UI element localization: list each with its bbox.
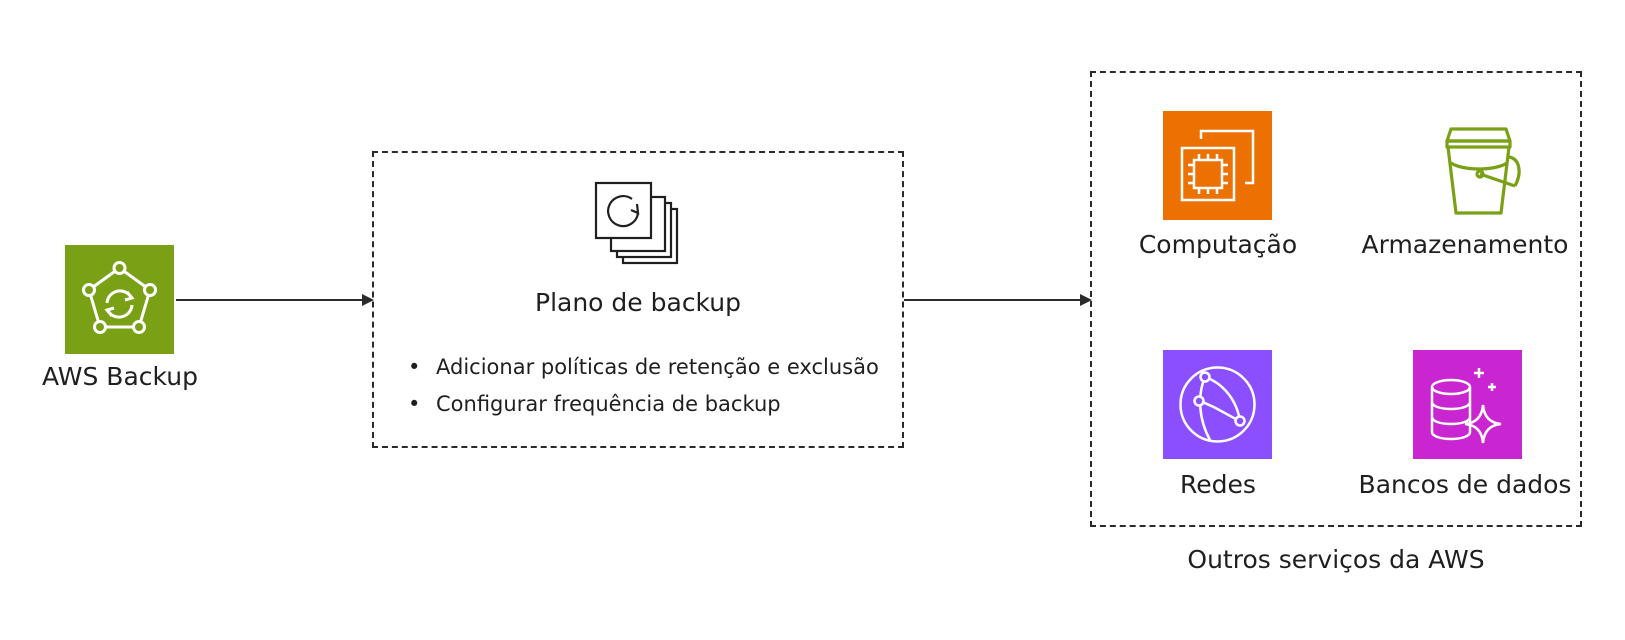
bullet-glyph: •	[408, 392, 421, 416]
aws-services-caption: Outros serviços da AWS	[1187, 545, 1485, 574]
storage-label: Armazenamento	[1361, 230, 1569, 259]
list-item: • Adicionar políticas de retenção e excl…	[408, 352, 879, 389]
backup-plan-bullet-list: • Adicionar políticas de retenção e excl…	[408, 352, 879, 426]
networking-label: Redes	[1180, 470, 1256, 499]
bullet-glyph: •	[408, 355, 421, 379]
compute-chip-icon	[1163, 111, 1272, 220]
storage-bucket-icon	[1425, 111, 1534, 220]
aws-backup-icon	[65, 245, 174, 354]
bullet-text: Configurar frequência de backup	[436, 392, 781, 416]
networking-globe-icon	[1163, 350, 1272, 459]
backup-plan-box	[372, 151, 904, 448]
database-icon	[1413, 350, 1522, 459]
list-item: • Configurar frequência de backup	[408, 389, 879, 426]
backup-plan-title: Plano de backup	[535, 288, 741, 317]
compute-label: Computação	[1138, 230, 1298, 259]
aws-services-box	[1090, 71, 1582, 527]
database-label: Bancos de dados	[1358, 470, 1572, 499]
aws-backup-label: AWS Backup	[42, 362, 198, 391]
bullet-text: Adicionar políticas de retenção e exclus…	[436, 355, 879, 379]
backup-plan-icon	[594, 181, 684, 271]
